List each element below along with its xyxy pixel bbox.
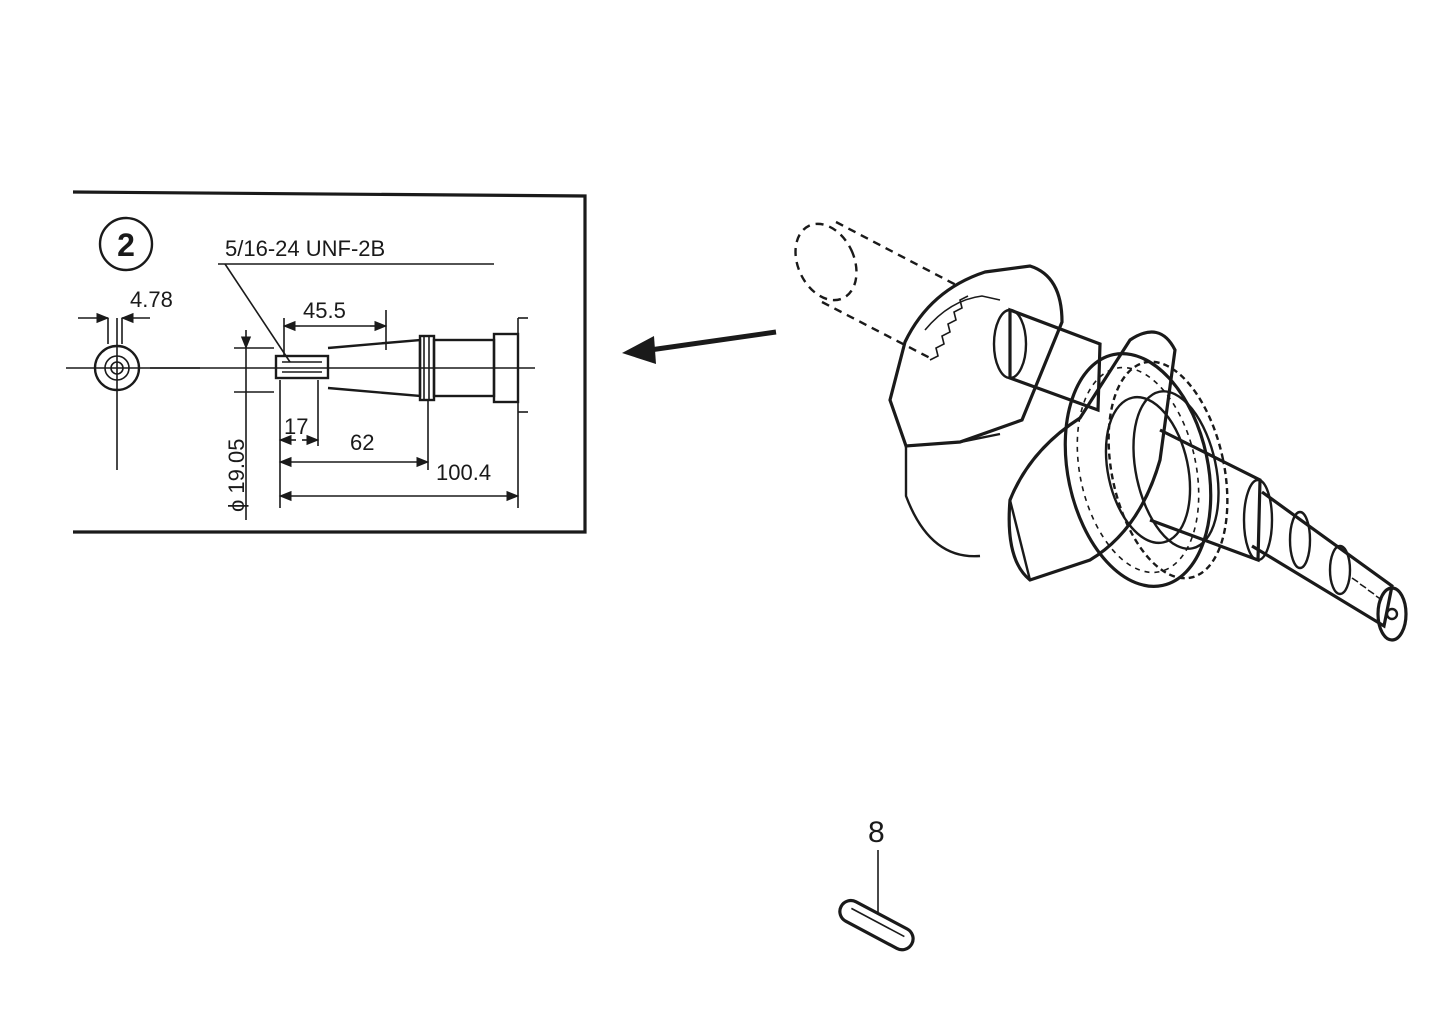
woodruff-key-icon <box>838 898 915 952</box>
dim-diameter: ϕ 19.05 <box>224 330 252 520</box>
crank-web-rear <box>1007 330 1177 582</box>
detail-pointer-arrow <box>622 329 777 364</box>
detail-box-frame <box>72 190 587 534</box>
thread-depth-dimension: 17 <box>284 414 308 439</box>
crank-web-front <box>888 264 1064 448</box>
thread-spec-leader <box>224 263 291 363</box>
part-8-key: 8 <box>838 816 915 952</box>
output-shaft <box>1149 428 1408 642</box>
dim-shaft-step: 62 <box>278 400 430 470</box>
overall-length-dimension: 100.4 <box>436 460 491 485</box>
shaft-end-view: 4.78 <box>66 287 200 470</box>
dim-taper-length: 45.5 <box>282 298 388 356</box>
taper-length-dimension: 45.5 <box>303 298 346 323</box>
shaft-side-view <box>150 317 535 413</box>
timing-gear <box>1063 352 1229 588</box>
keyway-width-dimension: 4.78 <box>130 287 173 312</box>
shaft-step-dimension: 62 <box>350 430 374 455</box>
dim-thread-depth: 17 <box>278 380 320 466</box>
dim-overall-length: 100.4 <box>278 412 520 508</box>
part-8-callout: 8 <box>868 816 885 849</box>
callout-circle <box>98 216 154 272</box>
arrow-head-icon <box>622 336 656 364</box>
thread-spec-label: 5/16-24 UNF-2B <box>225 236 385 261</box>
detail-box: 2 5/16-24 UNF-2B 4.78 <box>66 190 587 534</box>
crank-pin-dashed <box>794 220 959 360</box>
diameter-dimension: ϕ 19.05 <box>224 439 249 513</box>
crankshaft-illustration <box>794 220 1408 642</box>
callout-number: 2 <box>117 227 135 263</box>
callout-2: 2 <box>98 216 154 272</box>
